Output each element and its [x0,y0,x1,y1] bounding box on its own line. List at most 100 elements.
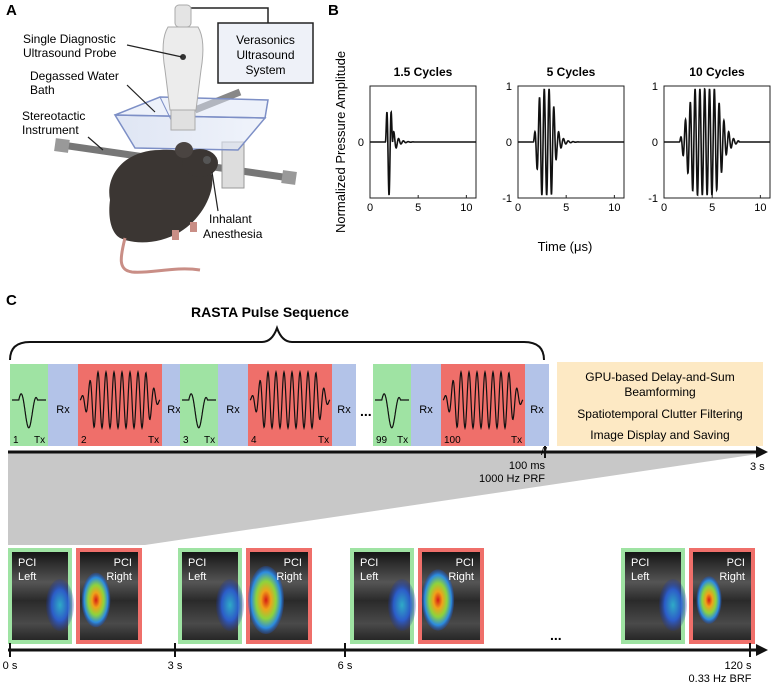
waveform-line [664,87,770,197]
pci-left-label-line1: PCI [360,557,378,569]
pci-left-image: PCI Left [350,548,416,644]
y-tick-label: 1 [506,81,512,93]
pci-left-signal [659,579,687,631]
system-label-line1: Verasonics [236,33,295,47]
bottom-timeline-arrow [756,644,768,656]
ultrasound-probe [162,4,204,131]
tx-label: Tx [397,435,408,446]
stereo-label-line1: Stereotactic [22,109,85,123]
x-tick-label: 5 [563,202,569,214]
bottom-axis-brf: 0.33 Hz BRF [689,673,752,685]
pci-right-signal [421,569,455,631]
long-pulse-1: 2 Tx [78,364,162,446]
y-axis-label: Normalized Pressure Amplitude [333,51,348,233]
y-tick-label: 0 [652,137,658,149]
y-tick-label: 0 [358,137,364,149]
verasonics-system-box [217,22,314,84]
mark-prf: 1000 Hz PRF [479,473,545,485]
chart-title: 10 Cycles [689,65,745,79]
rx-block-bg [411,364,441,446]
short-pulse-3: 99 Tx [373,364,411,446]
pci-right-label-line2: Right [276,571,302,583]
tx-label: Tx [148,435,159,446]
pci-left-label-line2: Left [360,571,378,583]
bottom-tick-0s: 0 s [3,660,18,672]
pulse-number: 4 [251,435,257,446]
pulse-number: 1 [13,435,19,446]
panel-a-label: A [6,2,17,19]
tx-waveform [182,393,216,429]
short-pulse-1: 1 Tx [10,364,48,446]
rx-block-bg [332,364,356,446]
y-tick-label: 0 [506,137,512,149]
y-tick-label: -1 [648,193,658,205]
rx-label: Rx [226,404,240,416]
rx-label: Rx [530,404,544,416]
panel-b-label: B [328,2,339,19]
tx-label: Tx [318,435,329,446]
x-tick-label: 0 [515,202,521,214]
pci-frame-pair-3: PCI Left PCI Right [350,548,484,644]
rx-after-short-2: Rx [218,364,248,446]
x-axis-label: Time (μs) [538,239,593,254]
bottom-tick-6s: 6 s [338,660,353,672]
pulse-number: 99 [376,435,388,446]
tx-waveform [12,393,46,429]
pci-left-signal [388,579,416,631]
rx-label: Rx [56,404,70,416]
pci-right-signal [248,566,284,634]
rx-label: Rx [167,404,181,416]
pulse-number: 2 [81,435,87,446]
pulse-number: 3 [183,435,189,446]
rx-block-bg [218,364,248,446]
chart-title: 5 Cycles [547,65,596,79]
x-tick-label: 10 [754,202,766,214]
panel-c-label: C [6,292,17,309]
tx-label: Tx [204,435,215,446]
pci-right-label-line2: Right [448,571,474,583]
sequence-ellipsis: ... [360,403,372,419]
probe-label-line2: Ultrasound Probe [23,46,117,60]
processing-step1-line1: GPU-based Delay-and-Sum [585,370,734,384]
pci-left-label-line2: Left [188,571,206,583]
tx-label: Tx [34,435,45,446]
rx-after-long-3: Rx [525,364,549,446]
pci-left-label-line1: PCI [18,557,36,569]
pci-left-label-line2: Left [631,571,649,583]
processing-step3: Image Display and Saving [590,428,729,442]
rx-label: Rx [419,404,433,416]
x-tick-label: 5 [415,202,421,214]
pci-right-image: PCI Right [418,548,484,644]
pci-right-label-line1: PCI [114,557,132,569]
system-label-line3: System [245,63,285,77]
pci-left-signal [46,579,74,631]
pci-right-label-line1: PCI [456,557,474,569]
bottom-tick-3s: 3 s [168,660,183,672]
pci-image-frames: PCILeftPCIRightPCILeftPCIRightPCILeftPCI… [8,548,755,644]
rx-block-bg [48,364,78,446]
processing-step1-line2: Beamforming [624,385,695,399]
rx-after-short-3: Rx [411,364,441,446]
x-tick-label: 0 [661,202,667,214]
probe-pointer [126,44,183,58]
bottom-axis-end: 120 s [725,660,752,672]
x-tick-label: 0 [367,202,373,214]
sequence-brace [9,325,545,361]
pulse-number: 100 [444,435,461,446]
probe-label-line1: Single Diagnostic [23,32,116,46]
bath-label-line2: Bath [30,83,55,97]
